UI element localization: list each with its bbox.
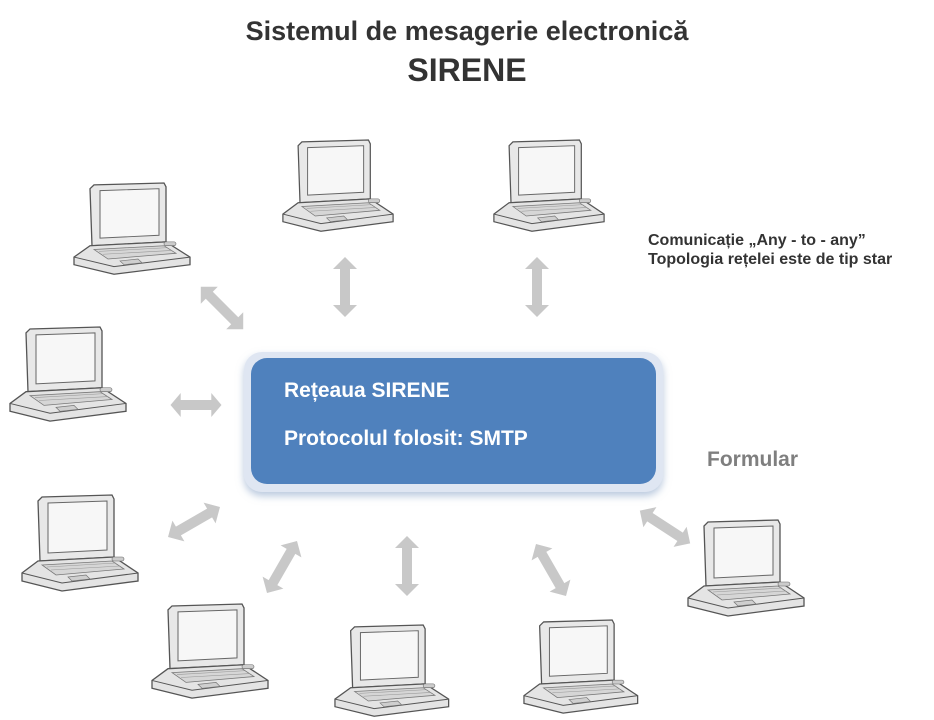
topology-note: Comunicație „Any - to - any” Topologia r… (648, 231, 928, 269)
laptop-icon (282, 139, 394, 232)
laptop-icon (493, 139, 605, 232)
laptop-icon (151, 603, 269, 699)
formular-label: Formular (707, 448, 799, 471)
laptop-icon (523, 619, 639, 714)
laptop-icon (334, 624, 450, 717)
diagram-title: Sistemul de mesagerie electronică (245, 16, 689, 46)
double-arrow-icon (333, 257, 357, 317)
hub-network-name: Rețeaua SIRENE (284, 379, 450, 402)
hub-protocol-label: Protocolul folosit: SMTP (284, 427, 528, 450)
double-arrow-icon (162, 496, 226, 548)
double-arrow-icon (395, 536, 419, 596)
double-arrow-icon (256, 535, 308, 599)
communication-note: Comunicație „Any - to - any” (648, 232, 866, 249)
laptop-icon (687, 519, 805, 617)
double-arrow-icon (525, 538, 577, 602)
double-arrow-icon (170, 393, 222, 417)
double-arrow-icon (633, 500, 697, 554)
laptop-icon (73, 182, 191, 275)
topology-label: Topologia rețelei este de tip star (648, 251, 893, 268)
laptop-icon (21, 494, 139, 592)
double-arrow-icon (525, 257, 549, 317)
double-arrow-icon (192, 278, 252, 338)
laptop-icon (9, 326, 127, 422)
diagram-subtitle: SIRENE (407, 52, 527, 88)
network-hub: Rețeaua SIRENE Protocolul folosit: SMTP (244, 352, 663, 492)
